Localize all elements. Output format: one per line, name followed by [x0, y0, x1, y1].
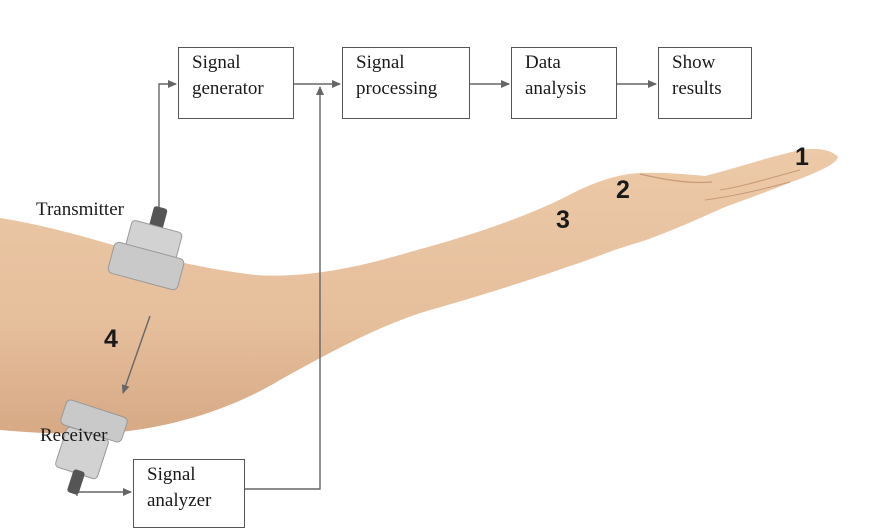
- signal-generator-box: Signal generator: [178, 47, 294, 119]
- signal-generator-line2: generator: [192, 76, 293, 102]
- show-results-line2: results: [672, 76, 751, 102]
- transmitter-label: Transmitter: [36, 199, 124, 221]
- show-results-line1: Show: [672, 50, 751, 76]
- signal-analyzer-line1: Signal: [147, 462, 244, 488]
- point-3-label: 3: [556, 206, 570, 235]
- arm-illustration: [0, 149, 838, 434]
- signal-processing-line1: Signal: [356, 50, 469, 76]
- point-1-label: 1: [795, 143, 809, 172]
- receiver-label: Receiver: [40, 425, 108, 447]
- signal-generator-line1: Signal: [192, 50, 293, 76]
- path-4-label: 4: [104, 325, 118, 354]
- signal-processing-line2: processing: [356, 76, 469, 102]
- data-analysis-line2: analysis: [525, 76, 616, 102]
- data-analysis-box: Data analysis: [511, 47, 617, 119]
- data-analysis-line1: Data: [525, 50, 616, 76]
- point-2-label: 2: [616, 176, 630, 205]
- signal-analyzer-box: Signal analyzer: [133, 459, 245, 528]
- signal-analyzer-line2: analyzer: [147, 488, 244, 514]
- show-results-box: Show results: [658, 47, 752, 119]
- signal-processing-box: Signal processing: [342, 47, 470, 119]
